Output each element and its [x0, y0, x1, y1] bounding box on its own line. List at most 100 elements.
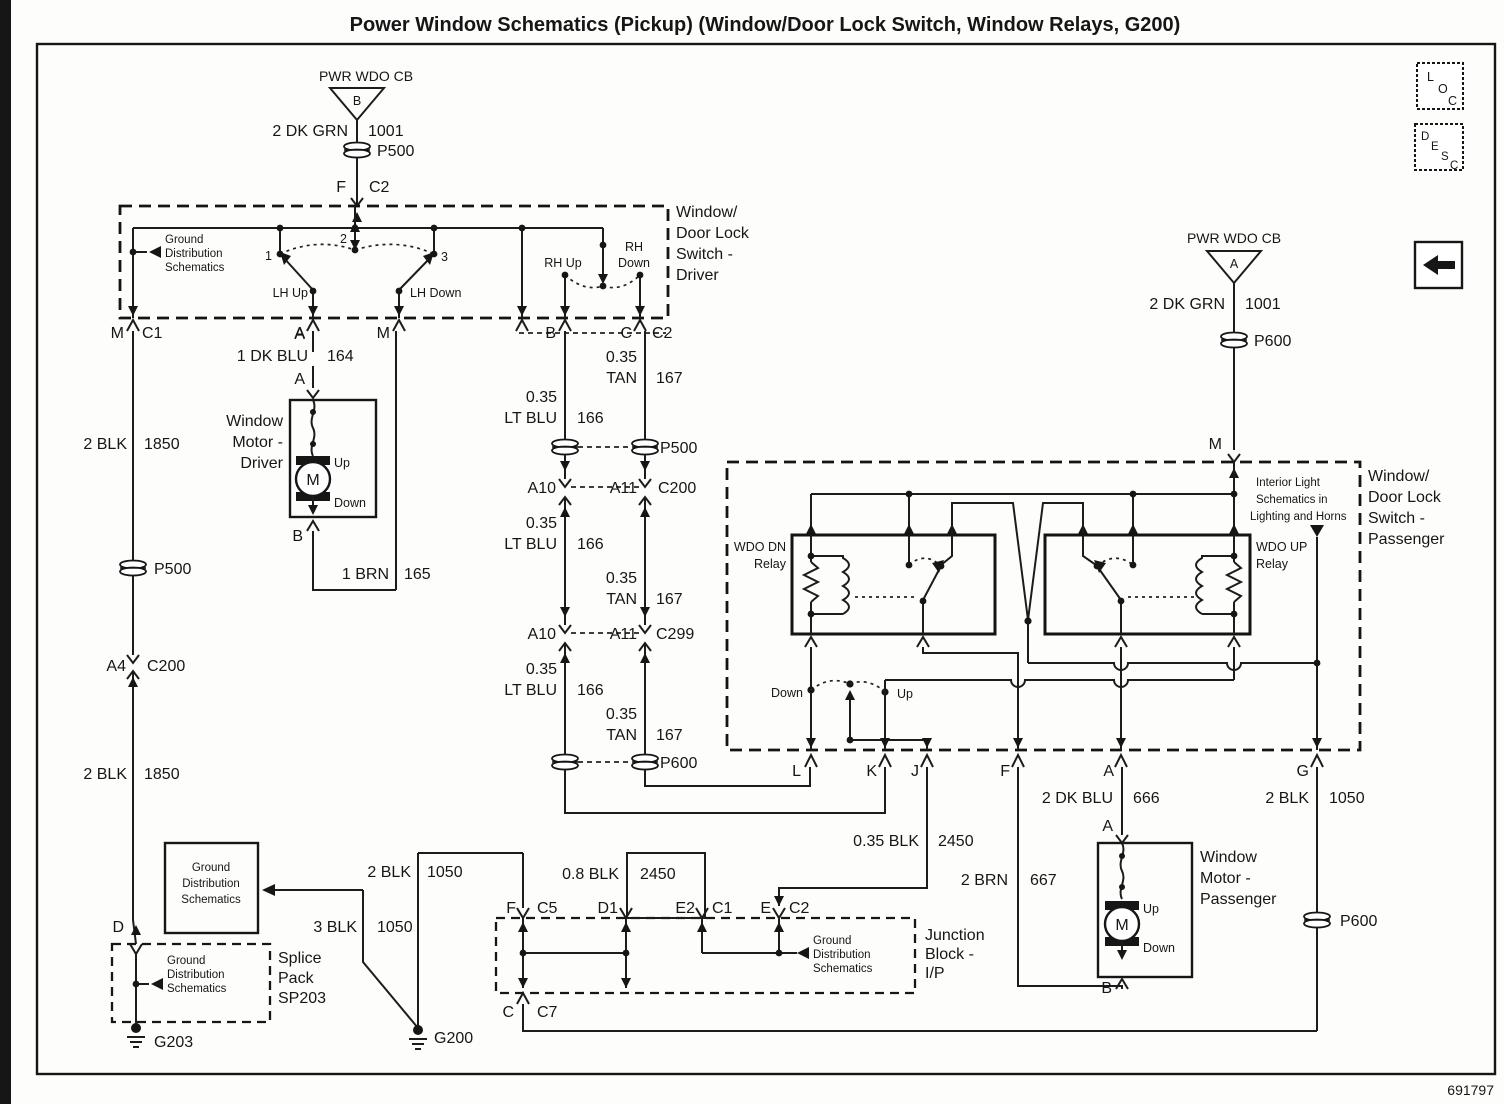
box-title: I/P	[925, 965, 945, 982]
cb-label: PWR WDO CB	[319, 68, 413, 84]
loc-button[interactable]: L O C	[1416, 62, 1464, 110]
terminal-label: A11	[610, 480, 637, 497]
box-title: Motor -	[1200, 870, 1251, 887]
g200-label: G200	[434, 1030, 473, 1047]
box-title: Switch -	[676, 246, 733, 263]
pin-a: A	[1103, 763, 1114, 780]
pin-g: G	[1297, 763, 1309, 780]
back-button[interactable]	[1413, 240, 1464, 290]
contact-label: 2	[340, 232, 347, 246]
passenger-window-motor: Window Motor - Passenger M Up Down B	[1096, 834, 1277, 997]
terminal-a: A	[1102, 818, 1113, 835]
ground-ref: Distribution	[167, 969, 225, 981]
ref-arrow-icon	[797, 947, 809, 959]
dn-relay-label: Relay	[754, 557, 787, 571]
doc-number: 691797	[1447, 1082, 1494, 1098]
up-relay-label: Relay	[1256, 557, 1289, 571]
wire-label: 2 BRN	[961, 872, 1008, 889]
pin-b: B	[545, 325, 556, 342]
grommet-label: P500	[660, 440, 697, 457]
box-title: SP203	[278, 990, 326, 1007]
pin-label: M	[1209, 436, 1222, 453]
dn-relay-label: WDO DN	[734, 540, 786, 554]
circuit-label: 1050	[377, 919, 413, 936]
desc-button[interactable]: D E S C	[1414, 123, 1464, 172]
cb-triangle-icon	[327, 87, 387, 122]
pin-d: D	[112, 919, 124, 936]
pin-e: E	[760, 900, 771, 917]
desc-letter: C	[1450, 160, 1458, 172]
link-box	[626, 852, 706, 919]
wire-label: 2 DK BLU	[1042, 790, 1113, 807]
desc-letter: D	[1421, 131, 1429, 143]
passenger-output-wires: 0.35 BLK 2450 2 BRN 667 2 DK BLU 666 A 2…	[774, 767, 1377, 1031]
wire-label: LT BLU	[504, 536, 557, 553]
circuit-label: 1001	[368, 123, 404, 140]
circuit-label: 1050	[427, 864, 463, 881]
box-title: Driver	[240, 455, 283, 472]
contact-label: 1	[265, 249, 272, 263]
wire-label: 3 BLK	[313, 919, 357, 936]
driver-door-lock-switch: Window/ Door Lock Switch - Driver Ground…	[111, 204, 750, 342]
cb-terminal: B	[353, 94, 361, 108]
driver-feed: PWR WDO CB B 2 DK GRN 1001 P500 F C2	[272, 68, 414, 222]
wire-label: 2 DK GRN	[272, 123, 348, 140]
splice-pack-sp203: Ground Distribution Schematics Splice Pa…	[110, 942, 326, 1051]
ref-arrow-icon	[149, 246, 161, 258]
rh-down-label: Down	[618, 256, 650, 270]
ground-ref: Ground	[165, 234, 203, 246]
cb-terminal: A	[1230, 257, 1239, 271]
pin-l: L	[792, 763, 801, 780]
ground-ref: Distribution	[182, 878, 240, 890]
circuit-label: 167	[656, 370, 683, 387]
terminal-a: A	[294, 371, 305, 388]
ref-arrow-icon	[262, 884, 275, 896]
pin-c1: C1	[712, 900, 733, 917]
center-wire-runs: P500 P600 0.35 LT BLU 166 0.35 TAN 167 A…	[504, 331, 886, 814]
wire-label: 0.35	[606, 706, 637, 723]
wire-label: TAN	[606, 591, 637, 608]
down-label: Down	[1143, 941, 1175, 955]
circuit-label: 164	[327, 348, 354, 365]
pin-b: B	[1101, 980, 1112, 997]
pin-c: C	[502, 1004, 514, 1021]
circuit-label: 166	[577, 536, 604, 553]
loc-letter: O	[1438, 82, 1448, 96]
up-label: Up	[897, 687, 913, 701]
pin-f: F	[506, 900, 516, 917]
pin-j: J	[911, 763, 919, 780]
driver-window-motor: A 1 DK BLU 164 A Window Motor - Driver M…	[226, 326, 431, 591]
circuit-label: 166	[577, 410, 604, 427]
circuit-label: 166	[577, 682, 604, 699]
circuit-label: 167	[656, 591, 683, 608]
circuit-label: 165	[404, 566, 431, 583]
ground-ref: Distribution	[165, 248, 223, 260]
pin-a: A	[294, 326, 305, 343]
main-border	[35, 42, 1497, 1076]
up-relay-label: WDO UP	[1256, 540, 1307, 554]
grommet-label: P500	[154, 561, 191, 578]
pin-label: F	[336, 179, 346, 196]
passenger-feed: PWR WDO CB A 2 DK GRN 1001 P600 M	[1149, 230, 1291, 478]
terminal-label: A10	[528, 480, 557, 497]
connector-label: C2	[369, 179, 390, 196]
desc-letter: S	[1441, 151, 1449, 163]
wire-label: 0.35 BLK	[853, 833, 919, 850]
box-title: Door Lock	[676, 225, 750, 242]
terminal-label: A4	[106, 658, 126, 675]
wire-label: 2 BLK	[1265, 790, 1309, 807]
box-title: Passenger	[1368, 531, 1445, 548]
connector-label: C200	[147, 658, 185, 675]
wire-label: 1 DK BLU	[237, 348, 308, 365]
g203-label: G203	[154, 1034, 193, 1051]
wire-label: 2 BLK	[83, 766, 127, 783]
pin-c2: C2	[652, 325, 673, 342]
connector-label: C200	[658, 480, 696, 497]
motor-m: M	[1115, 917, 1128, 934]
circuit-label: 2450	[938, 833, 974, 850]
ground-ref: Schematics	[165, 262, 225, 274]
box-title: Window/	[676, 204, 738, 221]
wire-label: TAN	[606, 370, 637, 387]
page-title: Power Window Schematics (Pickup) (Window…	[350, 14, 1181, 36]
lh-down-label: LH Down	[410, 286, 461, 300]
